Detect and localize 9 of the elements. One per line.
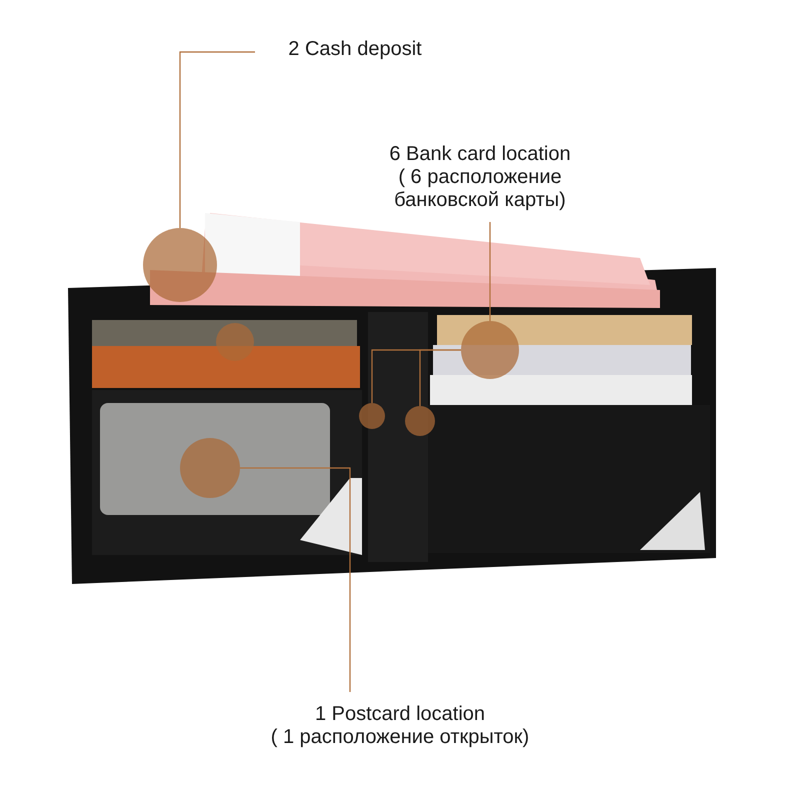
callout-label: ( 1 расположение открыток)	[270, 726, 530, 749]
leader-line	[419, 349, 461, 406]
leader-line	[240, 467, 351, 692]
callout-label: 1 Postcard location	[314, 703, 486, 726]
callout-label: 6 Bank card location	[388, 143, 572, 166]
callout-label: 2 Cash deposit	[287, 38, 423, 61]
leader-line	[179, 51, 255, 228]
leader-line	[489, 221, 491, 321]
callout-label: ( 6 расположение банковской карты)	[393, 166, 567, 212]
